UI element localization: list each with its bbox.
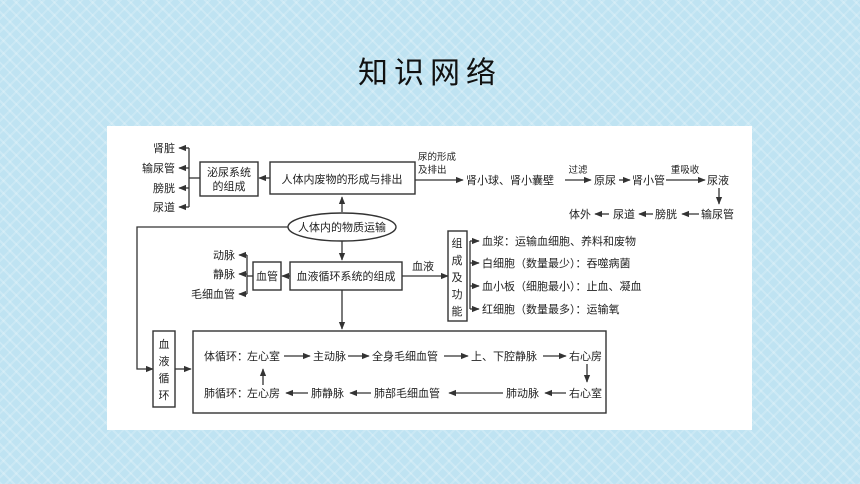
- component-plasma: 血浆：运输血细胞、养料和废物: [482, 234, 636, 248]
- urine-formation-label-2: 及排出: [418, 164, 447, 176]
- organ-urethra: 尿道: [153, 200, 175, 214]
- bc-char-1: 血: [159, 337, 170, 351]
- excretion-urethra: 尿道: [613, 207, 635, 221]
- urine-formation-label-1: 尿的形成: [418, 151, 457, 163]
- page-title: 知识网络: [358, 56, 502, 91]
- vessel-label: 血管: [256, 269, 278, 283]
- blood-label: 血液: [412, 259, 434, 273]
- bc-char-2: 液: [159, 354, 170, 368]
- component-platelet: 血小板（细胞最小）：止血、凝血: [482, 279, 642, 293]
- waste-formation-box: [269, 161, 416, 195]
- cf-char-3: 及: [452, 271, 463, 284]
- cf-char-4: 功: [452, 288, 463, 301]
- reabsorption-label: 重吸收: [671, 164, 700, 176]
- urinary-system-box: [199, 161, 259, 197]
- urinary-system-label-1: 泌尿系统: [207, 166, 251, 179]
- organ-ureter: 输尿管: [142, 161, 175, 175]
- glomerulus-label: 肾小球、肾小囊壁: [466, 173, 554, 187]
- pulmonary-capillaries: 肺部毛细血管: [374, 386, 440, 400]
- systemic-left-ventricle: 左心室: [247, 349, 280, 363]
- urine-label: 尿液: [707, 173, 729, 187]
- systemic-label: 体循环：: [204, 349, 248, 363]
- bc-char-3: 循: [159, 372, 170, 385]
- pulmonary-left-atrium: 左心房: [247, 387, 280, 400]
- organ-kidney: 肾脏: [153, 142, 175, 155]
- excretion-ureter: 输尿管: [701, 207, 734, 221]
- circulation-composition-box: [289, 261, 403, 291]
- component-wbc: 白细胞（数量最少）：吞噬病菌: [482, 256, 631, 270]
- vessel-vein: 静脉: [213, 267, 235, 281]
- cf-char-2: 成: [452, 254, 463, 267]
- filtration-label: 过滤: [568, 164, 588, 176]
- pulmonary-artery: 肺动脉: [506, 386, 539, 400]
- pulmonary-label: 肺循环：: [204, 387, 248, 400]
- composition-function-box: [447, 230, 468, 322]
- vessel-box: [252, 261, 282, 291]
- vessel-capillary: 毛细血管: [191, 287, 235, 301]
- excretion-outside: 体外: [569, 207, 591, 221]
- pulmonary-vein: 肺静脉: [311, 386, 344, 400]
- excretion-bladder: 膀胱: [655, 207, 677, 221]
- circulation-detail-box: [192, 330, 607, 414]
- systemic-vena-cava: 上、下腔静脉: [471, 349, 537, 363]
- cf-char-5: 能: [452, 304, 463, 318]
- right-ventricle: 右心室: [569, 386, 602, 400]
- bc-char-4: 环: [159, 389, 170, 402]
- systemic-capillaries: 全身毛细血管: [372, 349, 438, 363]
- knowledge-network-diagram: 肾脏 输尿管 膀胱 尿道 泌尿系统 的组成 人体内废物的形成与排出 尿的形成 及…: [107, 126, 752, 430]
- systemic-aorta: 主动脉: [313, 349, 346, 363]
- diagram-canvas: 肾脏 输尿管 膀胱 尿道 泌尿系统 的组成 人体内废物的形成与排出 尿的形成 及…: [136, 142, 734, 414]
- systemic-right-atrium: 右心房: [569, 349, 602, 363]
- primary-urine-label: 原尿: [594, 174, 616, 187]
- waste-formation-label: 人体内废物的形成与排出: [282, 172, 403, 186]
- cf-char-1: 组: [452, 236, 463, 250]
- transport-label: 人体内的物质运输: [298, 220, 386, 234]
- renal-tubule-label: 肾小管: [632, 173, 665, 187]
- circulation-composition-label: 血液循环系统的组成: [297, 269, 396, 283]
- urinary-system-label-2: 的组成: [213, 179, 246, 193]
- component-rbc: 红细胞（数量最多）：运输氧: [482, 302, 620, 316]
- organ-bladder: 膀胱: [153, 181, 175, 195]
- vessel-artery: 动脉: [213, 248, 235, 262]
